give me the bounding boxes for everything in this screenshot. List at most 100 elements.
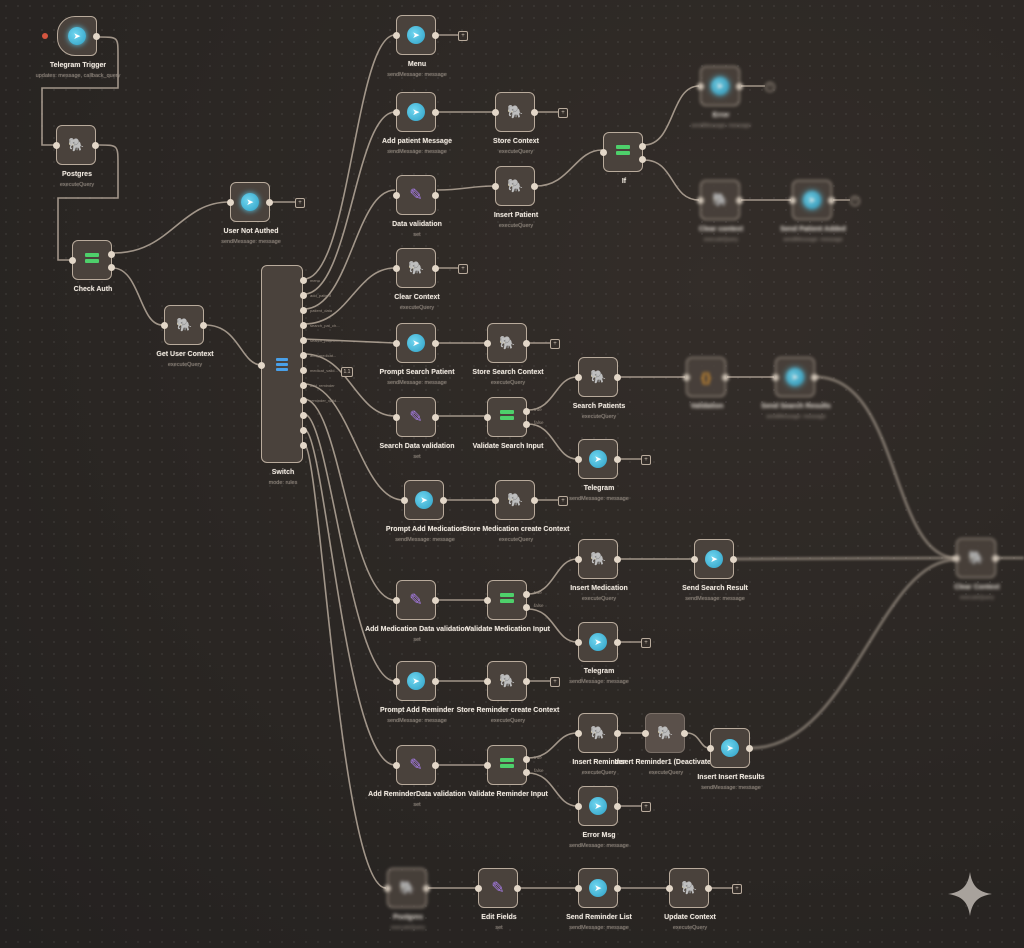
input-port[interactable] bbox=[393, 265, 400, 272]
node-switch[interactable]: menu add_patient patient_data search_pat… bbox=[258, 265, 340, 486]
output-port-true[interactable] bbox=[523, 756, 530, 763]
add-node-button[interactable]: + bbox=[558, 108, 568, 118]
output-port[interactable] bbox=[614, 374, 621, 381]
output-port[interactable] bbox=[722, 374, 729, 381]
switch-output-port[interactable] bbox=[300, 442, 307, 449]
output-port[interactable] bbox=[432, 678, 439, 685]
output-port-true[interactable] bbox=[523, 408, 530, 415]
add-node-button[interactable]: + bbox=[641, 638, 651, 648]
add-node-button[interactable]: + bbox=[550, 677, 560, 687]
output-port-false[interactable] bbox=[639, 156, 646, 163]
output-port[interactable] bbox=[423, 885, 430, 892]
add-node-button[interactable]: + bbox=[558, 496, 568, 506]
output-port-false[interactable] bbox=[523, 421, 530, 428]
output-port[interactable] bbox=[432, 32, 439, 39]
switch-output-port[interactable] bbox=[300, 382, 307, 389]
switch-output-port[interactable] bbox=[300, 277, 307, 284]
output-port[interactable] bbox=[432, 762, 439, 769]
node-check-auth[interactable]: Check Auth bbox=[69, 240, 115, 293]
output-port-true[interactable] bbox=[523, 591, 530, 598]
input-port[interactable] bbox=[772, 374, 779, 381]
output-port-true[interactable] bbox=[108, 251, 115, 258]
input-port[interactable] bbox=[484, 597, 491, 604]
input-port[interactable] bbox=[401, 497, 408, 504]
input-port[interactable] bbox=[393, 192, 400, 199]
add-node-button[interactable]: + bbox=[850, 196, 860, 206]
input-port[interactable] bbox=[393, 678, 400, 685]
output-port[interactable] bbox=[432, 414, 439, 421]
switch-output-port[interactable] bbox=[300, 412, 307, 419]
output-port[interactable] bbox=[531, 183, 538, 190]
output-port[interactable] bbox=[200, 322, 207, 329]
output-port[interactable] bbox=[92, 142, 99, 149]
input-port[interactable] bbox=[69, 257, 76, 264]
node-validate-reminder-input[interactable]: true false Validate Reminder Input bbox=[468, 745, 548, 798]
input-port[interactable] bbox=[475, 885, 482, 892]
input-port[interactable] bbox=[575, 803, 582, 810]
input-port[interactable] bbox=[393, 762, 400, 769]
add-node-button[interactable]: + bbox=[641, 802, 651, 812]
output-port[interactable] bbox=[531, 497, 538, 504]
node-validate-medication-input[interactable]: true false Validate Medication Input bbox=[466, 580, 550, 633]
input-port[interactable] bbox=[691, 556, 698, 563]
switch-output-port[interactable] bbox=[300, 397, 307, 404]
add-node-button[interactable]: + bbox=[458, 31, 468, 41]
input-port[interactable] bbox=[484, 678, 491, 685]
input-port[interactable] bbox=[697, 197, 704, 204]
input-port[interactable] bbox=[484, 414, 491, 421]
input-port[interactable] bbox=[953, 555, 960, 562]
input-port[interactable] bbox=[575, 556, 582, 563]
node-insert-reminder-deactivated[interactable]: 🐘 Insert Reminder1 (Deactivated)executeQ… bbox=[614, 713, 718, 776]
input-port[interactable] bbox=[789, 197, 796, 204]
output-port[interactable] bbox=[736, 197, 743, 204]
output-port[interactable] bbox=[440, 497, 447, 504]
input-port[interactable] bbox=[707, 745, 714, 752]
output-port[interactable] bbox=[681, 730, 688, 737]
input-port[interactable] bbox=[393, 597, 400, 604]
input-port[interactable] bbox=[666, 885, 673, 892]
sparkle-icon[interactable] bbox=[946, 870, 994, 918]
output-port[interactable] bbox=[266, 199, 273, 206]
switch-output-port[interactable] bbox=[300, 352, 307, 359]
output-port-false[interactable] bbox=[523, 769, 530, 776]
input-port[interactable] bbox=[484, 762, 491, 769]
output-port[interactable] bbox=[432, 265, 439, 272]
output-port[interactable] bbox=[614, 456, 621, 463]
add-node-button[interactable]: + bbox=[765, 82, 775, 92]
output-port[interactable] bbox=[811, 374, 818, 381]
node-if[interactable]: If bbox=[600, 132, 646, 185]
add-node-button[interactable]: + bbox=[550, 339, 560, 349]
add-node-button[interactable]: 1.1 bbox=[341, 367, 353, 377]
input-port[interactable] bbox=[393, 109, 400, 116]
input-port[interactable] bbox=[492, 497, 499, 504]
output-port[interactable] bbox=[736, 83, 743, 90]
input-port[interactable] bbox=[575, 730, 582, 737]
input-port[interactable] bbox=[393, 32, 400, 39]
switch-output-port[interactable] bbox=[300, 337, 307, 344]
output-port[interactable] bbox=[828, 197, 835, 204]
input-port[interactable] bbox=[683, 374, 690, 381]
output-port[interactable] bbox=[992, 555, 999, 562]
output-port[interactable] bbox=[614, 803, 621, 810]
input-port[interactable] bbox=[600, 149, 607, 156]
output-port[interactable] bbox=[746, 745, 753, 752]
